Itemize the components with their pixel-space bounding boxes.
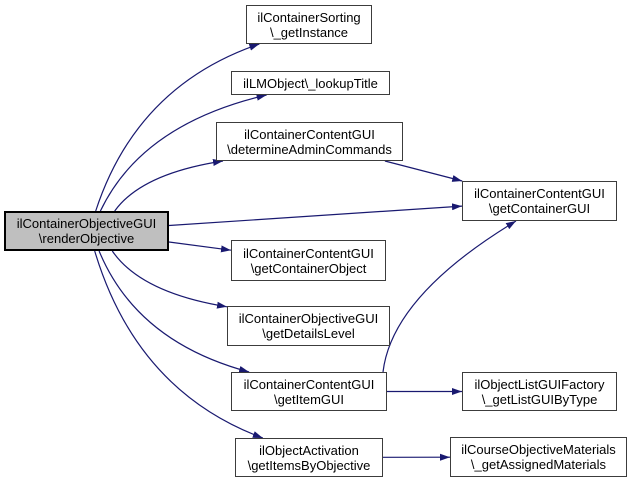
node-label-line: ilContainerObjectiveGUI bbox=[16, 216, 157, 231]
node-label-line: \getItemsByObjective bbox=[247, 457, 371, 473]
edge-render-objective-to-get-item-gui bbox=[98, 250, 250, 373]
node-label-line: \_getAssignedMaterials bbox=[470, 457, 607, 472]
node-label-line: ilObjectListGUIFactory bbox=[474, 376, 605, 392]
node-label-line: \getDetailsLevel bbox=[262, 326, 355, 341]
graph-node-get-item-gui[interactable]: ilContainerContentGUI\getItemGUI bbox=[231, 372, 387, 411]
node-label-line: ilLMObject\_lookupTitle bbox=[243, 75, 378, 91]
edge-render-objective-to-get-details-level bbox=[111, 250, 228, 309]
edge-render-objective-to-determine-admin-commands bbox=[114, 159, 224, 212]
node-label-line: ilContainerContentGUI bbox=[474, 186, 605, 201]
edge-render-objective-to-get-instance bbox=[95, 43, 260, 212]
graph-node-lookup-title[interactable]: ilLMObject\_lookupTitle bbox=[231, 71, 390, 95]
graph-node-get-details-level[interactable]: ilContainerObjectiveGUI\getDetailsLevel bbox=[227, 306, 390, 346]
node-label-line: \getContainerObject bbox=[250, 260, 367, 276]
graph-node-get-instance[interactable]: ilContainerSorting\_getInstance bbox=[246, 5, 372, 44]
edge-render-objective-to-lookup-title bbox=[99, 93, 267, 212]
edge-group bbox=[94, 43, 517, 461]
graph-node-get-container-object[interactable]: ilContainerContentGUI\getContainerObject bbox=[231, 240, 386, 281]
node-label-line: \_getInstance bbox=[269, 24, 349, 40]
node-label-line: ilContainerObjectiveGUI bbox=[238, 311, 379, 326]
node-label-line: ilContainerSorting bbox=[257, 9, 361, 25]
edge-determine-admin-commands-to-get-container-gui bbox=[384, 160, 463, 182]
node-label-line: \determineAdminCommands bbox=[227, 141, 392, 157]
edge-render-objective-to-get-container-object bbox=[168, 241, 232, 253]
node-label-line: ilContainerContentGUI bbox=[243, 245, 374, 261]
node-label-line: ilContainerContentGUI bbox=[243, 376, 375, 392]
node-label-line: \getItemGUI bbox=[273, 391, 345, 407]
node-label-line: \renderObjective bbox=[38, 231, 135, 246]
graph-node-get-container-gui[interactable]: ilContainerContentGUI\getContainerGUI bbox=[462, 181, 617, 221]
graph-node-get-items-by-objective[interactable]: ilObjectActivation\getItemsByObjective bbox=[235, 438, 383, 477]
node-label-line: ilCourseObjectiveMaterials bbox=[461, 442, 616, 457]
edge-render-objective-to-get-items-by-objective bbox=[94, 250, 264, 439]
node-label-line: ilObjectActivation bbox=[259, 442, 359, 458]
edge-render-objective-to-get-container-gui bbox=[168, 203, 463, 227]
graph-node-get-list-gui-by-type[interactable]: ilObjectListGUIFactory\_getListGUIByType bbox=[462, 372, 617, 411]
node-label-line: \_getListGUIByType bbox=[481, 391, 598, 407]
graph-node-render-objective: ilContainerObjectiveGUI\renderObjective bbox=[4, 211, 169, 251]
graph-node-get-assigned-materials[interactable]: ilCourseObjectiveMaterials\_getAssignedM… bbox=[450, 437, 627, 477]
node-label-line: \getContainerGUI bbox=[488, 201, 591, 216]
node-label-line: ilContainerContentGUI bbox=[244, 126, 375, 142]
edge-get-item-gui-to-get-container-gui bbox=[382, 220, 517, 373]
graph-node-determine-admin-commands[interactable]: ilContainerContentGUI\determineAdminComm… bbox=[216, 122, 403, 161]
